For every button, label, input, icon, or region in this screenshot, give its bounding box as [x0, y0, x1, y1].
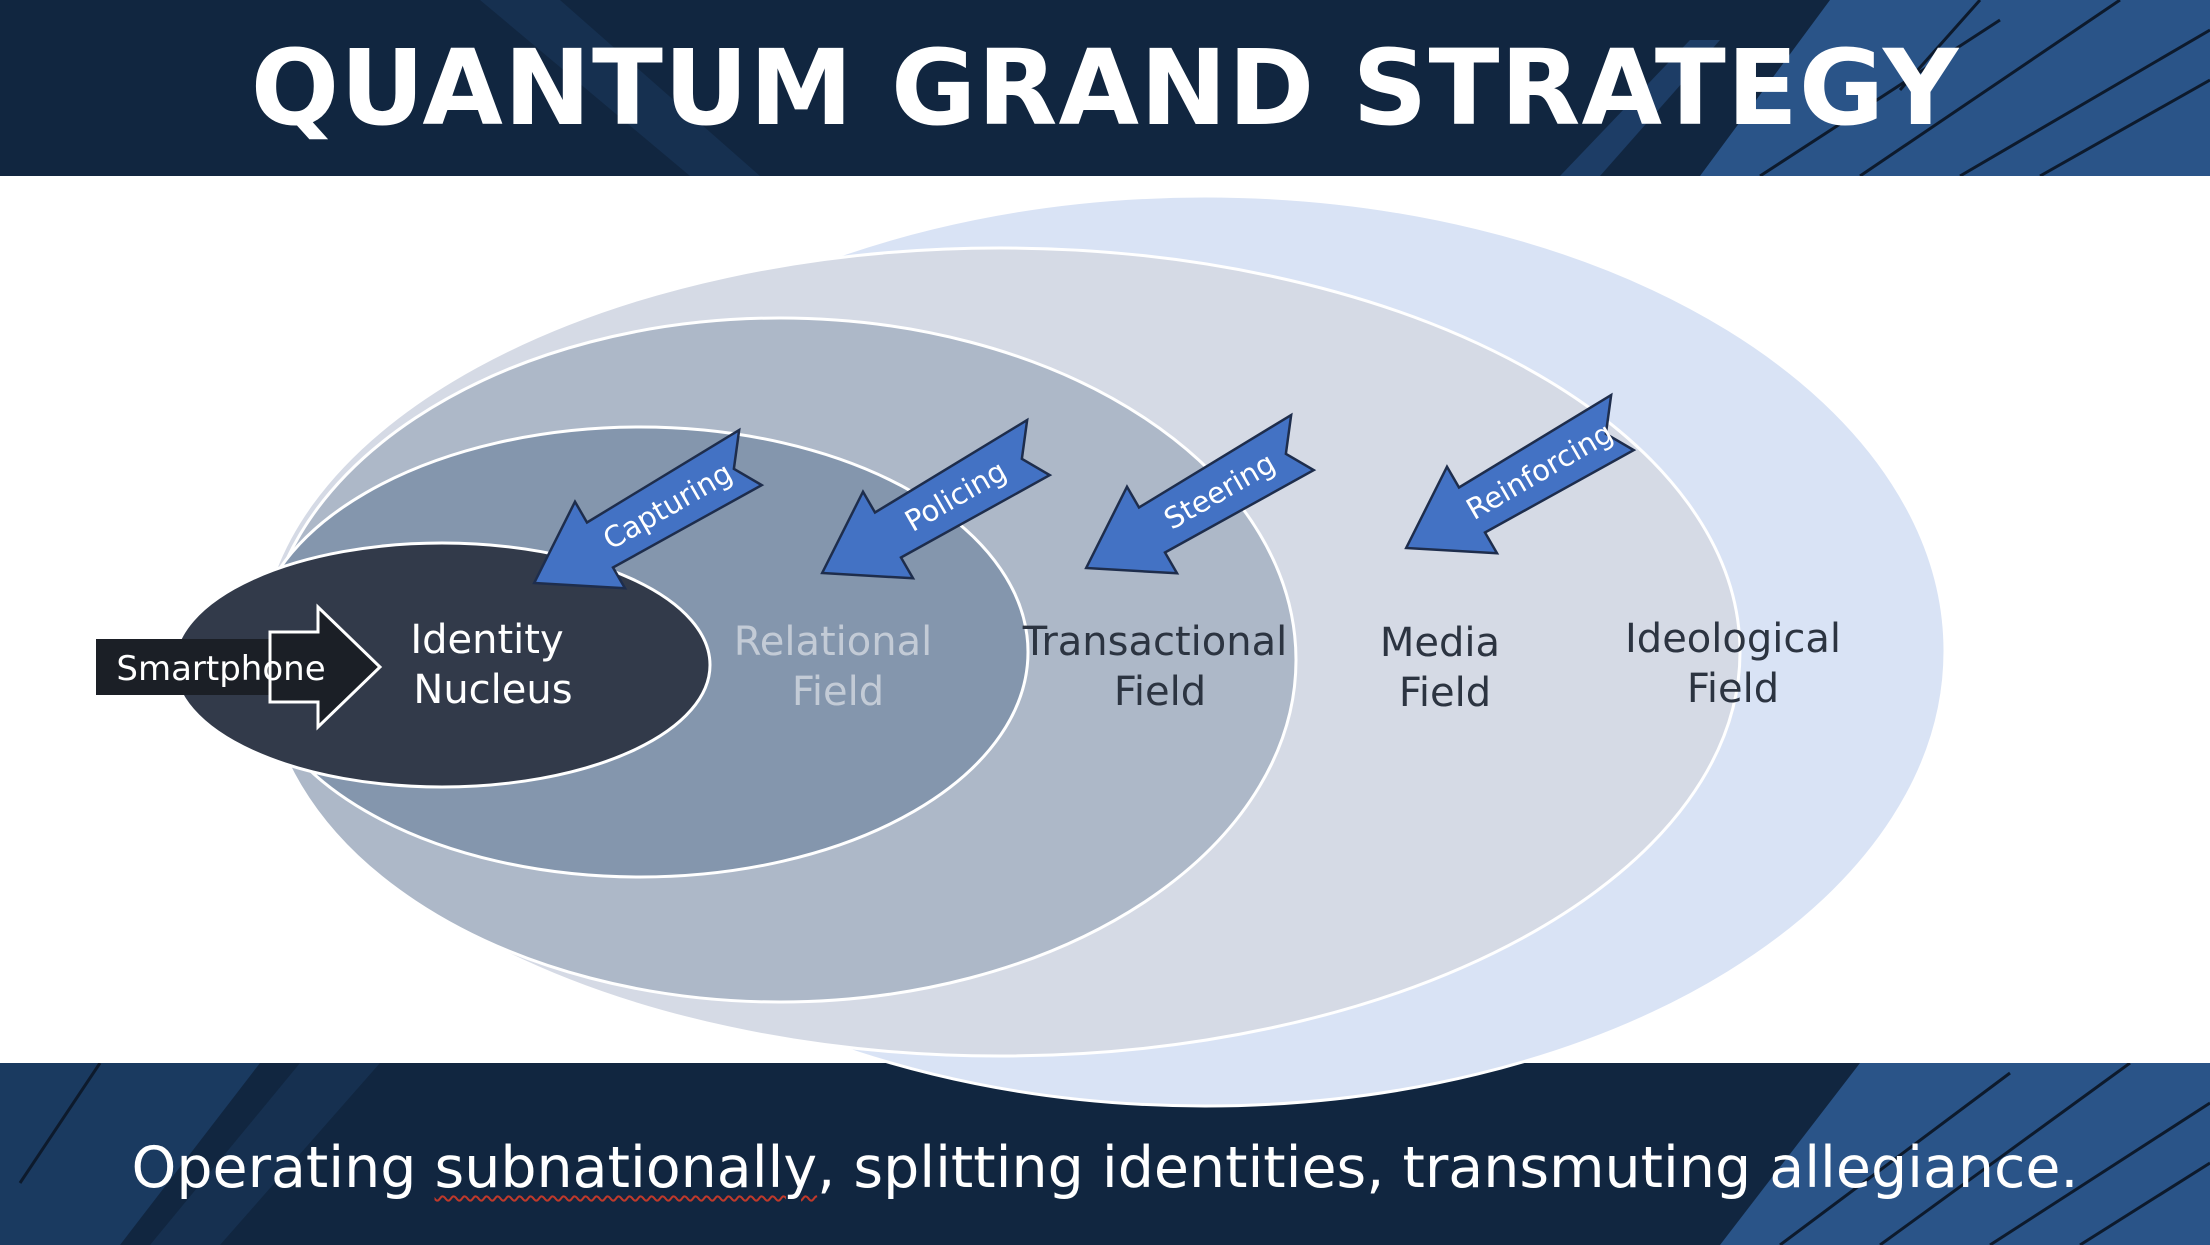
- field-label-ideological-2: Field: [1687, 666, 1779, 712]
- smartphone-label: Smartphone: [116, 649, 325, 689]
- field-label-transactional-1: Transactional: [1022, 619, 1287, 665]
- footer-text-subnationally: subnationally: [434, 1135, 818, 1201]
- slide-title: QUANTUM GRAND STRATEGY: [250, 27, 1960, 149]
- header-band: QUANTUM GRAND STRATEGY: [0, 0, 2210, 176]
- field-label-relational-1: Relational: [734, 619, 932, 665]
- right-arrow-icon: [268, 603, 383, 731]
- footer-caption: Operating subnationally, splitting ident…: [0, 1063, 2210, 1245]
- field-label-ideological-1: Ideological: [1625, 616, 1841, 662]
- field-label-media-1: Media: [1380, 620, 1500, 666]
- footer-streaks: [0, 1063, 2210, 1245]
- field-label-media-2: Field: [1399, 670, 1491, 716]
- field-label-identity-2: Nucleus: [413, 667, 572, 713]
- footer-text-part1: Operating: [131, 1135, 435, 1201]
- header-streaks: [480, 0, 2210, 176]
- footer-text-part3: , splitting identities, transmuting alle…: [817, 1135, 2079, 1201]
- field-label-transactional-2: Field: [1114, 669, 1206, 715]
- field-label-identity-1: Identity: [410, 617, 563, 663]
- field-label-relational-2: Field: [792, 669, 884, 715]
